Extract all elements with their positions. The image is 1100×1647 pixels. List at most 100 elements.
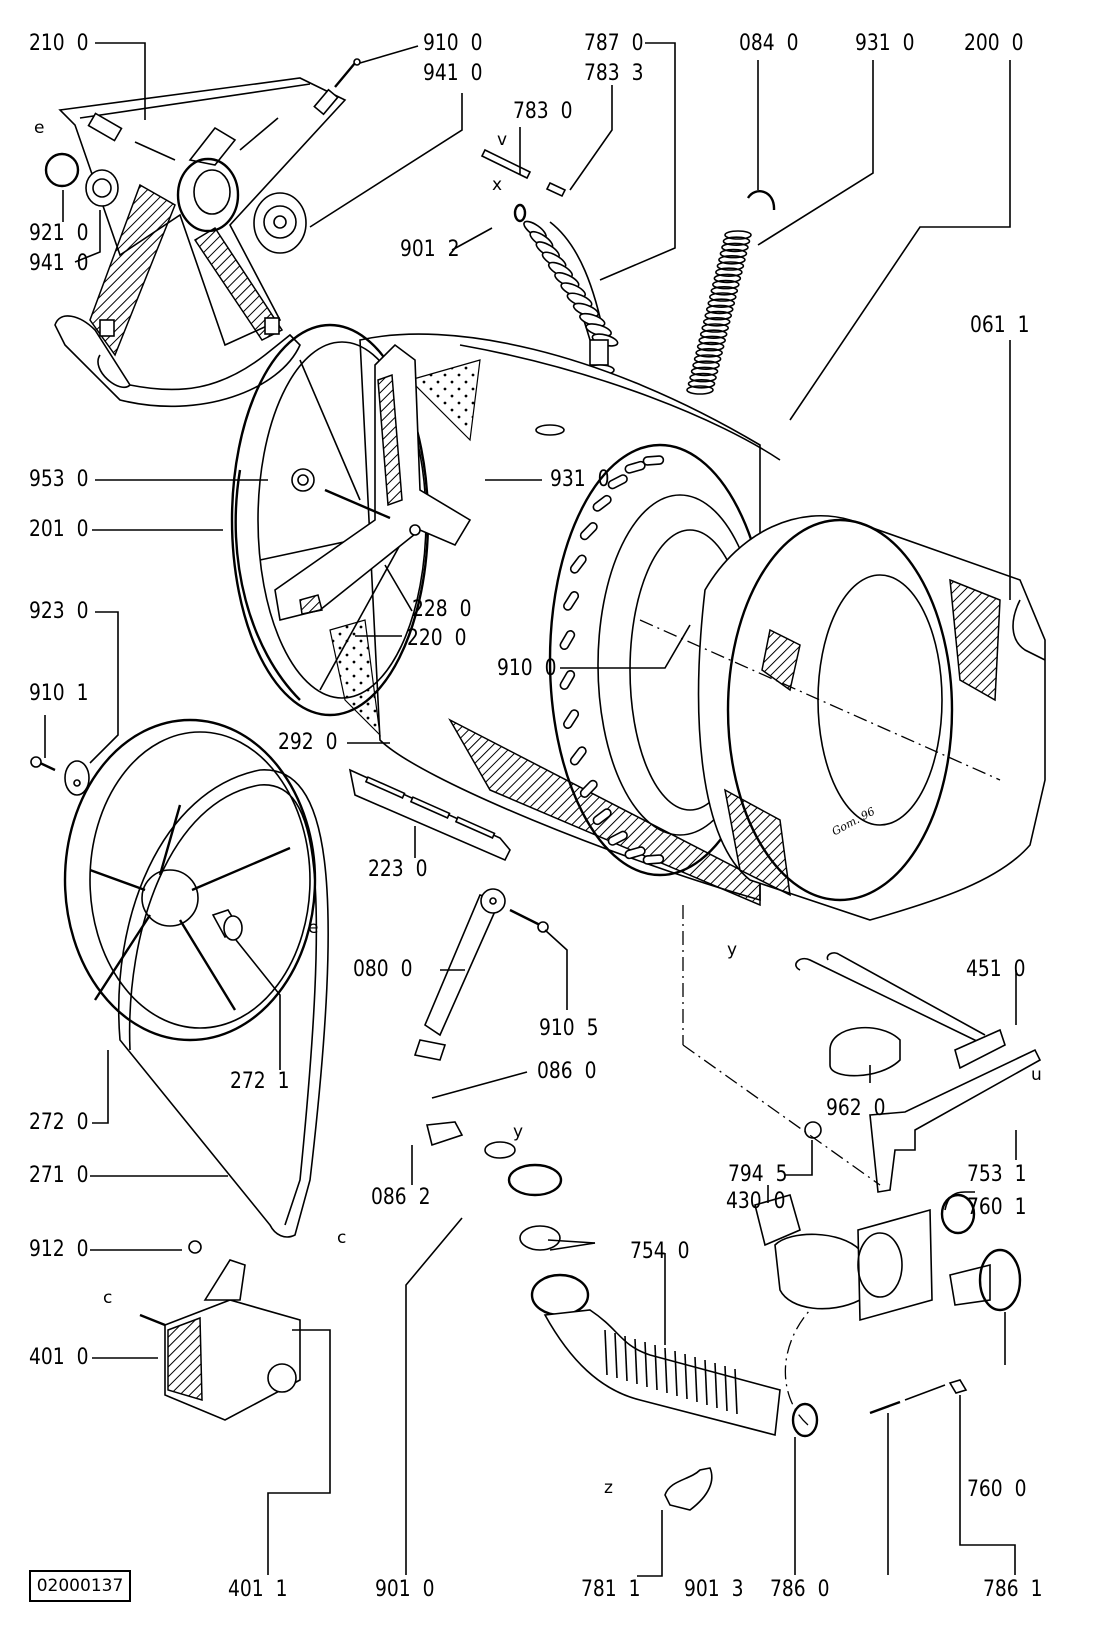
part-label-794-5: 794 5: [728, 1162, 788, 1187]
part-label-962-0: 962 0: [826, 1096, 886, 1121]
screw-910: [334, 58, 361, 88]
part-label-210-0: 210 0: [29, 31, 89, 56]
part-label-754-0: 754 0: [630, 1239, 690, 1264]
pump-bracket-753: [869, 1048, 1042, 1193]
coil-turn: [689, 372, 717, 383]
axis-line-z: [784, 1309, 811, 1426]
drum-spider-228: [274, 343, 472, 621]
coil-turn: [696, 341, 725, 352]
flange-slot: [642, 455, 665, 466]
coil-turn: [718, 254, 746, 265]
coil-turn: [692, 360, 720, 371]
coil-turn: [724, 230, 752, 240]
coil-turn: [699, 329, 728, 340]
part-label-931-0-tub: 931 0: [550, 467, 610, 492]
part-label-941-0-inner: 941 0: [29, 251, 89, 276]
part-label-080-0: 080 0: [353, 957, 413, 982]
flange-slot: [563, 591, 580, 611]
flange-slot: [592, 808, 612, 826]
part-label-910-0: 910 0: [423, 31, 483, 56]
heater-seal-962: [829, 1026, 901, 1077]
coil-turn: [707, 298, 736, 309]
part-label-220-0: 220 0: [407, 626, 467, 651]
coil-turn: [693, 354, 722, 364]
coil-turn: [698, 335, 726, 346]
connection-letter-e: e: [34, 118, 45, 138]
bearing-941-inner: [85, 169, 119, 207]
flange-slot: [579, 779, 598, 798]
part-label-200-0: 200 0: [964, 31, 1024, 56]
washer-923: [64, 760, 90, 796]
axis-line-pump: [682, 1044, 881, 1186]
hose-rib: [714, 1362, 718, 1409]
flange-slot: [624, 846, 646, 860]
part-label-272-1: 272 1: [230, 1069, 290, 1094]
connection-letter-y-2: y: [513, 1122, 524, 1142]
part-label-912-0: 912 0: [29, 1237, 89, 1262]
part-label-901-3: 901 3: [684, 1577, 744, 1602]
pulley-bolt-910-1: [30, 756, 56, 772]
part-label-086-2: 086 2: [371, 1185, 431, 1210]
shock-absorber-080: [413, 888, 549, 1061]
coil-turn: [687, 378, 716, 389]
part-label-401-1: 401 1: [228, 1577, 288, 1602]
part-label-272-0: 272 0: [29, 1110, 89, 1135]
part-label-401-0: 401 0: [29, 1345, 89, 1370]
connection-letter-y: y: [727, 940, 738, 960]
flange-slot: [559, 669, 576, 690]
part-label-910-0-cw: 910 0: [497, 656, 557, 681]
part-label-941-0-outer: 941 0: [423, 61, 483, 86]
drive-belt-271: [117, 769, 329, 1238]
drain-hose-elbow-781-1: [664, 1467, 713, 1511]
coil-turn: [690, 366, 719, 377]
part-label-786-0: 786 0: [770, 1577, 830, 1602]
hose-rib: [614, 1332, 618, 1379]
connection-letter-u: u: [1031, 1065, 1042, 1085]
connection-letter-c: c: [337, 1228, 347, 1248]
connection-letter-c-2: c: [103, 1288, 113, 1308]
hose-rib: [604, 1329, 608, 1376]
flange-slot: [569, 746, 587, 766]
o-ring-760-1: [940, 1193, 976, 1235]
coil-turn: [710, 285, 739, 296]
document-id-box: 02000137: [29, 1570, 131, 1602]
flange-slot: [569, 554, 587, 574]
part-label-901-0: 901 0: [375, 1577, 435, 1602]
coil-turn: [695, 347, 723, 358]
hose-clamp-901-3: [791, 1402, 819, 1438]
hose-rib: [684, 1353, 688, 1400]
suspension-spring-931-top: [686, 230, 752, 395]
flange-slot: [642, 854, 665, 865]
hose-rib: [644, 1341, 648, 1388]
drain-pump-430: [754, 1194, 933, 1322]
part-label-084-0: 084 0: [739, 31, 799, 56]
part-label-292-0: 292 0: [278, 730, 338, 755]
part-label-787-0: 787 0: [584, 31, 644, 56]
heating-element-451: [795, 952, 1006, 1070]
part-label-783-3: 783 3: [584, 61, 644, 86]
leader-lines: [44, 42, 1017, 1577]
coil-turn: [712, 279, 740, 290]
flange-slot: [624, 460, 646, 474]
part-label-223-0: 223 0: [368, 857, 428, 882]
part-label-901-2: 901 2: [400, 237, 460, 262]
flange-slot: [559, 630, 576, 651]
sump-hose-754: [484, 1141, 781, 1437]
coil-turn: [704, 310, 733, 321]
part-label-201-0: 201 0: [29, 517, 89, 542]
coil-turn: [705, 304, 734, 315]
coil-turn: [701, 323, 730, 333]
coil-turn: [708, 292, 737, 302]
circlip-921: [44, 152, 80, 188]
coil-turn: [713, 273, 742, 284]
part-label-786-1: 786 1: [983, 1577, 1043, 1602]
hose-rib: [734, 1368, 738, 1415]
part-label-781-1: 781 1: [581, 1577, 641, 1602]
part-label-753-1: 753 1: [967, 1162, 1027, 1187]
coil-turn: [719, 248, 748, 259]
part-label-921-0: 921 0: [29, 221, 89, 246]
pump-filter-760: [949, 1248, 1022, 1312]
flange-slot: [563, 709, 580, 729]
flange-slot: [592, 494, 612, 512]
hose-rib: [624, 1335, 628, 1382]
